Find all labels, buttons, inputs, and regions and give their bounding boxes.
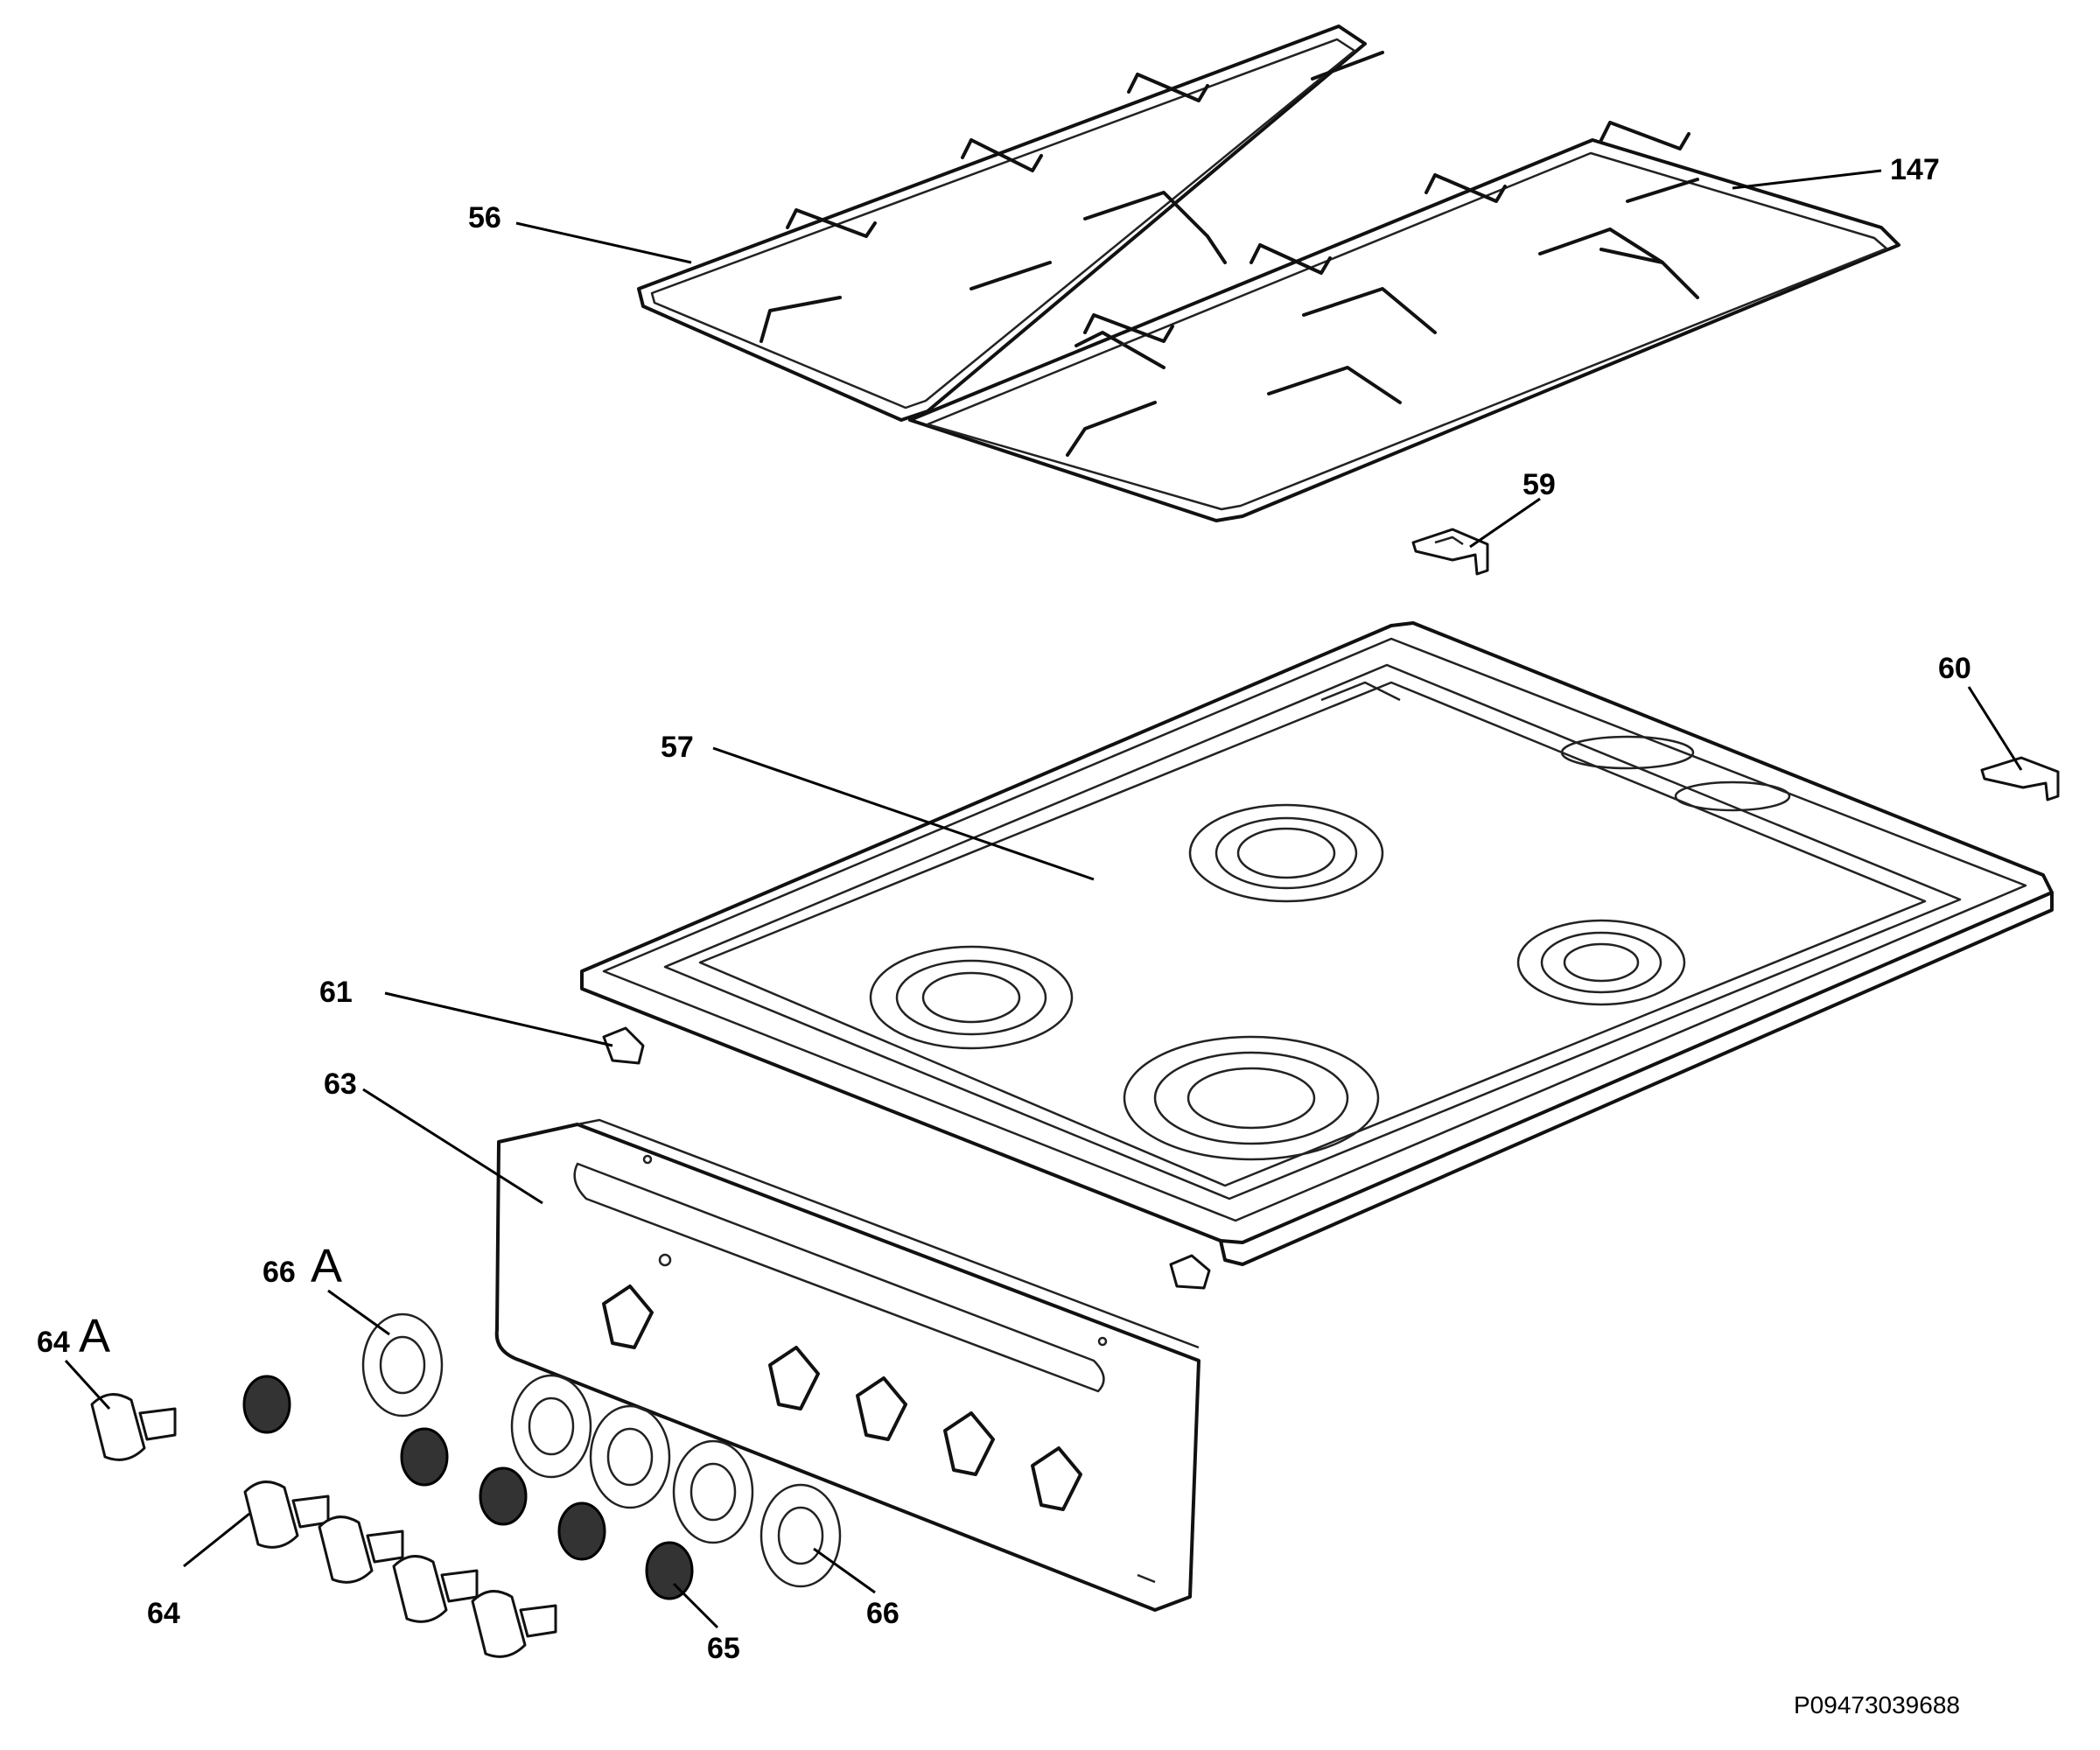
label-66a-letter: A xyxy=(311,1240,342,1292)
control-panel xyxy=(494,1118,1200,1612)
label-147: 147 xyxy=(1890,153,1940,186)
label-56: 56 xyxy=(468,201,501,234)
label-64a-letter: A xyxy=(79,1310,110,1362)
label-64: 64 xyxy=(147,1597,180,1630)
clip-59 xyxy=(1411,528,1489,576)
reference-code: P09473039688 xyxy=(1794,1691,1960,1718)
label-59: 59 xyxy=(1522,468,1556,501)
part-labels: 56 147 59 60 57 61 63 66 A 64 A 64 65 66 xyxy=(37,153,1971,1665)
label-60: 60 xyxy=(1938,652,1971,685)
pan-support-grid-left xyxy=(637,24,1384,422)
label-57: 57 xyxy=(661,731,694,764)
label-65: 65 xyxy=(707,1632,740,1665)
knob-springs xyxy=(242,1375,694,1600)
label-63: 63 xyxy=(324,1068,357,1101)
burner-rear xyxy=(1188,803,1384,903)
pan-support-grid-right xyxy=(908,121,1900,522)
clip-61 xyxy=(602,1026,645,1065)
clip-front xyxy=(1169,1254,1211,1290)
label-66a-number: 66 xyxy=(262,1256,296,1289)
burner-left xyxy=(869,945,1074,1050)
leader-lines xyxy=(64,169,2023,1629)
burner-front xyxy=(1123,1035,1380,1161)
burner-right xyxy=(1516,919,1686,1006)
label-66: 66 xyxy=(866,1597,900,1630)
label-61: 61 xyxy=(319,976,353,1009)
hob-top xyxy=(580,621,2054,1266)
knob-bezels xyxy=(361,1312,842,1588)
label-64a-number: 64 xyxy=(37,1326,70,1359)
control-knobs xyxy=(90,1393,557,1658)
clip-60 xyxy=(1980,756,2060,802)
